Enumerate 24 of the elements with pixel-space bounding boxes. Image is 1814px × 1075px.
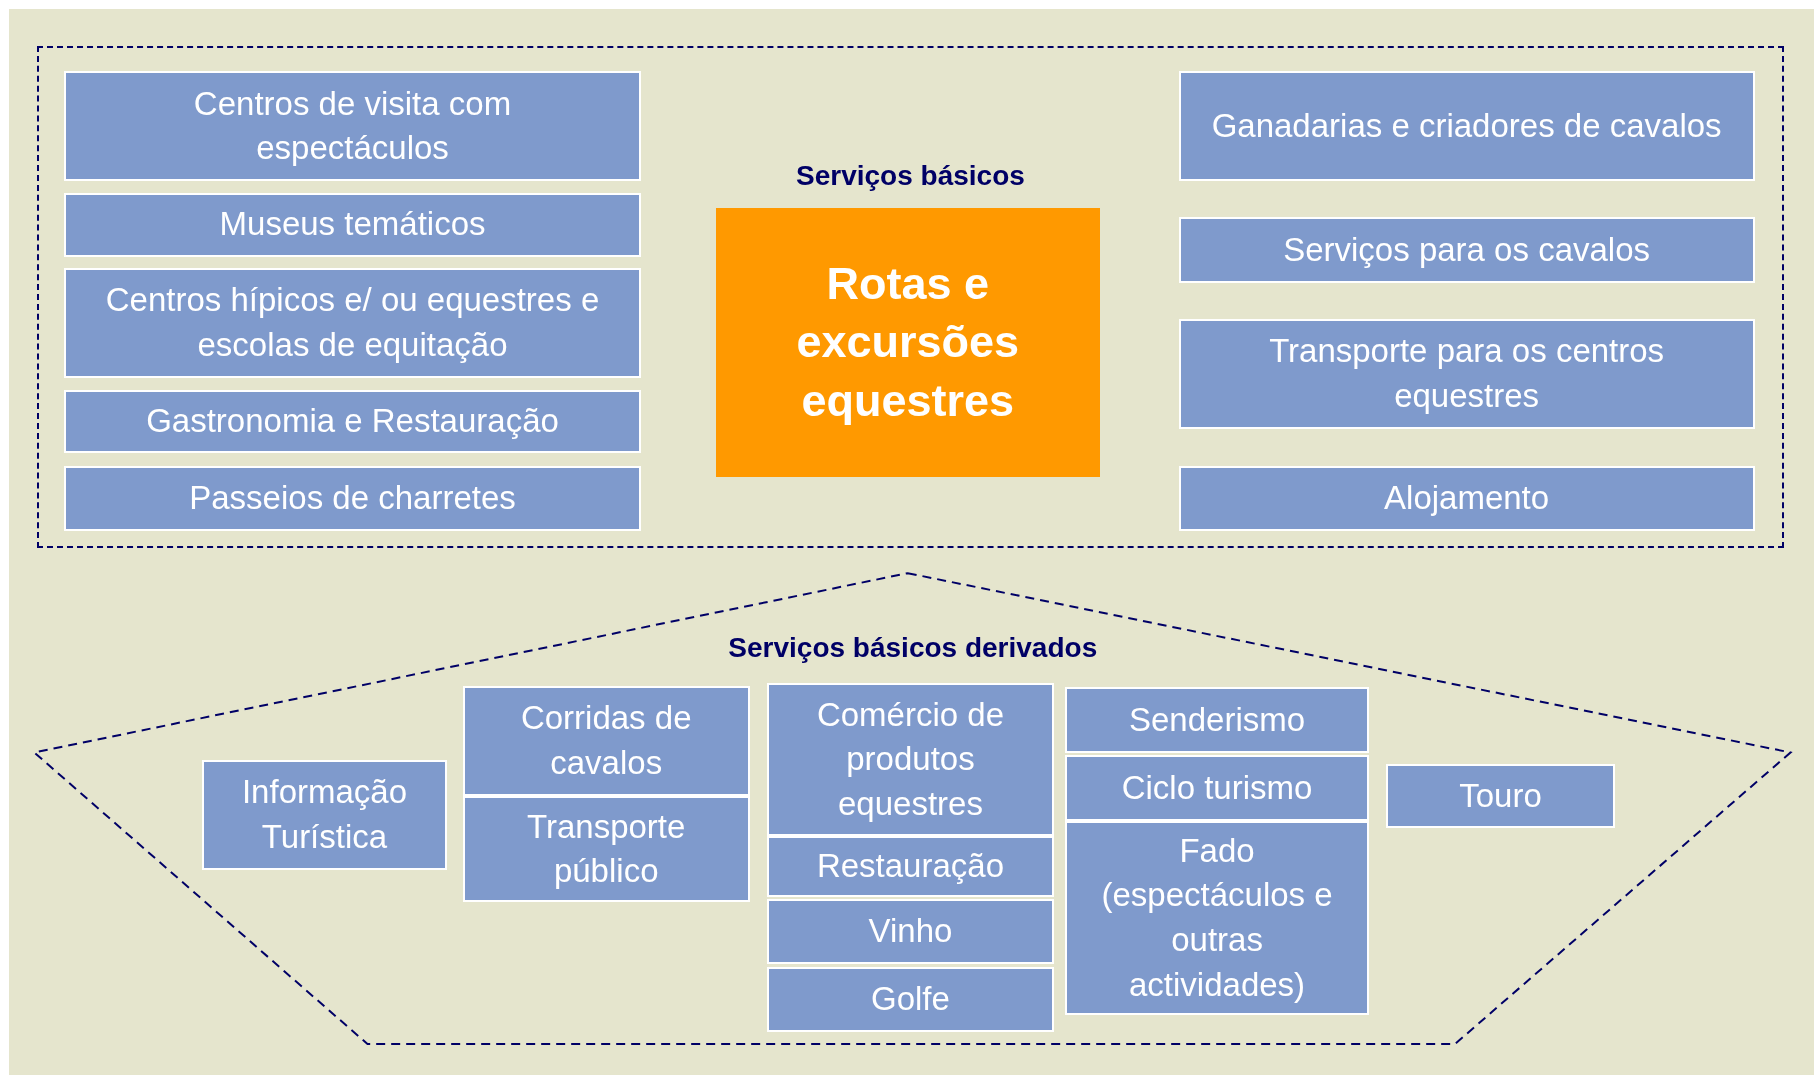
highlight-box: Rotas e excursões equestres — [715, 207, 1100, 478]
service-box: Corridas de cavalos — [462, 686, 750, 796]
service-box: Alojamento — [1178, 465, 1755, 531]
service-box: Ciclo turismo — [1065, 755, 1369, 822]
service-box: Transporte para os centros equestres — [1178, 318, 1755, 429]
service-box: Serviços para os cavalos — [1178, 217, 1755, 284]
group-heading: Serviços básicos — [795, 160, 1026, 193]
service-box: Passeios de charretes — [64, 465, 641, 531]
service-box: Touro — [1385, 763, 1615, 829]
service-box: Vinho — [767, 898, 1054, 964]
service-box: Centros hípicos e/ ou equestres e escolas de equitação — [64, 268, 641, 378]
service-box: Centros de visita com espectáculos — [64, 71, 641, 182]
service-box: Comércio de produtos equestres — [767, 682, 1054, 837]
service-box: Museus temáticos — [64, 192, 641, 257]
service-box: Informação Turística — [202, 760, 447, 870]
service-box: Restauração — [767, 836, 1054, 897]
service-box: Ganadarias e criadores de cavalos — [1178, 71, 1755, 182]
service-box: Gastronomia e Restauração — [64, 389, 641, 454]
service-box: Transporte público — [462, 795, 750, 903]
dashed-frame — [37, 46, 1784, 549]
group-heading: Serviços básicos derivados — [727, 631, 1099, 664]
service-box: Senderismo — [1065, 687, 1369, 754]
service-box: Golfe — [767, 967, 1054, 1032]
service-box: Fado (espectáculos e outras actividades) — [1065, 821, 1369, 1015]
